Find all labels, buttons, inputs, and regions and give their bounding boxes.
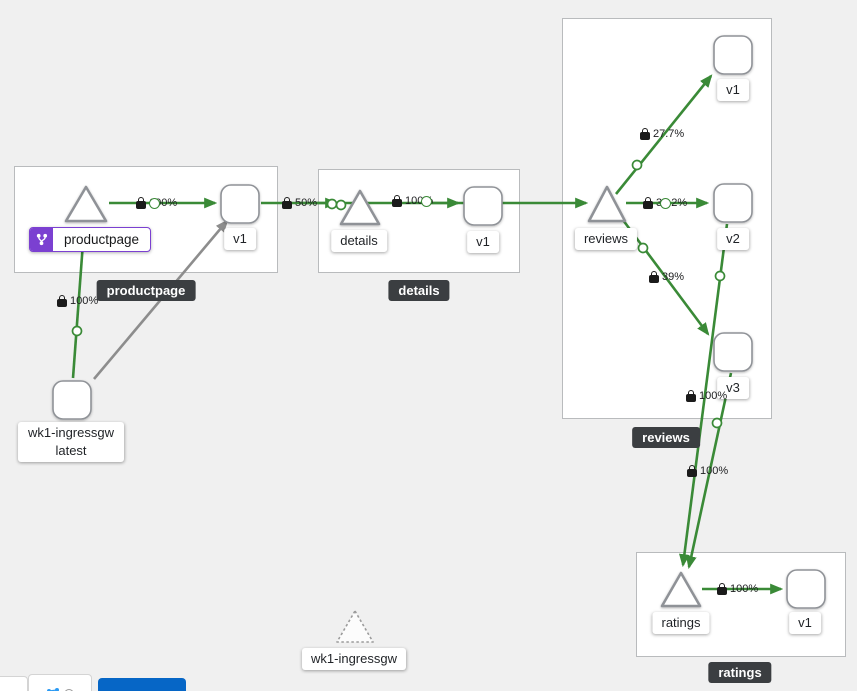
node-reviews-v2[interactable]	[713, 183, 753, 223]
edge-label-productpage-details[interactable]: 50%	[282, 196, 317, 210]
node-productpage-service[interactable]	[64, 185, 108, 223]
mtls-lock-icon	[136, 197, 146, 209]
zoom-display-box[interactable]	[0, 676, 28, 691]
edge-label-reviews-v2[interactable]: 33.2%	[643, 196, 687, 210]
group-title-details: details	[388, 280, 450, 301]
mtls-lock-icon	[717, 583, 727, 595]
node-reviews-service[interactable]	[587, 185, 627, 223]
edge-label-reviews-v1[interactable]: 27.7%	[640, 127, 684, 141]
idle-gateway-label[interactable]: wk1-ingressgw	[302, 648, 406, 670]
mtls-lock-icon	[282, 197, 292, 209]
node-details-service[interactable]	[339, 189, 381, 226]
node-reviews-v1[interactable]	[713, 35, 753, 75]
reviews-v1-label[interactable]: v1	[717, 79, 749, 101]
edge-waypoint	[714, 270, 726, 282]
productpage-v1-label[interactable]: v1	[224, 228, 256, 250]
edge-label-v3-ratings[interactable]: 100%	[687, 464, 728, 478]
edge-label-v2-ratings[interactable]: 100%	[686, 389, 727, 403]
details-v1-label[interactable]: v1	[467, 231, 499, 253]
edge-waypoint	[631, 159, 643, 171]
edge-waypoint	[711, 417, 723, 429]
edge-reviews-v3-to-ratings[interactable]	[685, 372, 733, 570]
mtls-lock-icon	[687, 465, 697, 477]
edge-waypoint	[637, 242, 649, 254]
graph-type-button[interactable]	[28, 674, 92, 691]
productpage-service-label-text: productpage	[64, 232, 140, 247]
mtls-lock-icon	[686, 390, 696, 402]
mtls-lock-icon	[643, 197, 653, 209]
edge-waypoint	[326, 198, 338, 210]
node-idle-gateway[interactable]	[336, 610, 374, 643]
virtual-service-icon	[30, 228, 53, 251]
productpage-service-label[interactable]: productpage	[29, 227, 152, 252]
edge-label-productpage-v1[interactable]: 100%	[136, 196, 177, 210]
group-title-productpage: productpage	[96, 280, 196, 301]
ingress-workload-name: wk1-ingressgw	[28, 425, 114, 440]
edge-waypoint	[335, 199, 347, 211]
edge-label-reviews-v3[interactable]: 39%	[649, 270, 684, 284]
details-service-label[interactable]: details	[331, 230, 387, 252]
group-title-ratings: ratings	[708, 662, 772, 683]
mtls-lock-icon	[57, 295, 67, 307]
node-reviews-v3[interactable]	[713, 332, 753, 372]
edge-label-ingress-productpage[interactable]: 100%	[57, 294, 98, 308]
mtls-lock-icon	[649, 271, 659, 283]
edge-waypoint	[71, 325, 83, 337]
legend-button[interactable]	[98, 678, 186, 691]
reviews-v2-label[interactable]: v2	[717, 228, 749, 250]
edge-waypoint	[660, 198, 671, 209]
node-ratings-service[interactable]	[660, 571, 702, 608]
node-ratings-v1[interactable]	[786, 569, 826, 609]
ingress-workload-label[interactable]: wk1-ingressgw latest	[18, 422, 124, 462]
node-details-v1[interactable]	[463, 186, 503, 226]
edge-reviews-to-v1[interactable]	[614, 74, 713, 195]
edge-label-details-v1[interactable]: 100%	[392, 194, 433, 208]
edge-waypoint	[149, 198, 160, 209]
mtls-lock-icon	[640, 128, 650, 140]
reviews-service-label[interactable]: reviews	[574, 228, 638, 250]
edge-ingress-to-productpage[interactable]	[71, 226, 89, 379]
edge-waypoint	[421, 196, 432, 207]
ratings-v1-label[interactable]: v1	[789, 612, 821, 634]
node-ingress-workload[interactable]	[52, 380, 92, 420]
ingress-workload-version: latest	[55, 443, 87, 458]
group-title-reviews: reviews	[632, 427, 700, 448]
mtls-lock-icon	[392, 195, 402, 207]
edge-label-ratings-v1[interactable]: 100%	[717, 582, 758, 596]
reviews-v3-label[interactable]: v3	[717, 377, 749, 399]
node-productpage-v1[interactable]	[220, 184, 260, 224]
ratings-service-label[interactable]: ratings	[652, 612, 710, 634]
